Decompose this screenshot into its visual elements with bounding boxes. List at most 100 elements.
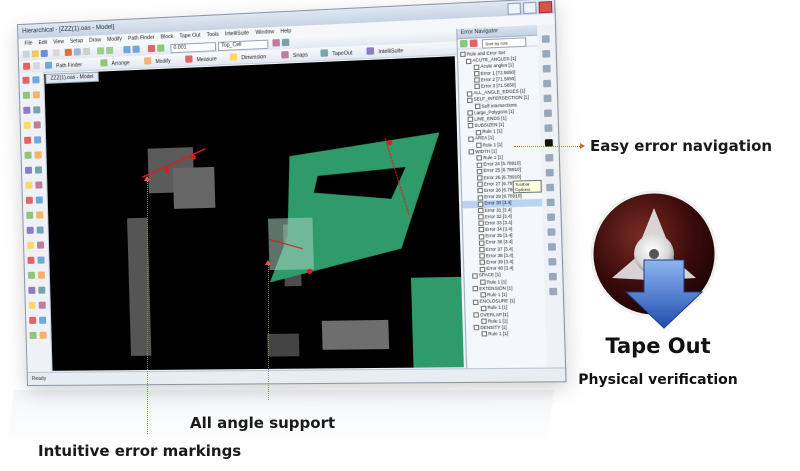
draw-tool-icon[interactable] <box>29 331 37 339</box>
checkbox-icon[interactable] <box>467 116 474 123</box>
checkbox-icon[interactable] <box>472 286 479 292</box>
checkbox-icon[interactable] <box>473 325 480 331</box>
draw-tool-icon[interactable] <box>22 91 30 99</box>
toolbar-modify-button[interactable]: Modify <box>155 58 171 66</box>
side-tool-icon[interactable] <box>548 272 557 281</box>
menu-item-file[interactable]: File <box>24 40 33 47</box>
menu-item-block[interactable]: Block <box>160 33 174 41</box>
checkbox-icon[interactable] <box>478 227 485 233</box>
draw-tool-icon[interactable] <box>33 121 41 129</box>
draw-tool-icon[interactable] <box>35 181 43 189</box>
side-tool-icon[interactable] <box>549 287 558 296</box>
side-tool-icon[interactable] <box>547 213 556 222</box>
side-tool-icon[interactable] <box>546 198 555 207</box>
checkbox-icon[interactable] <box>478 240 485 246</box>
draw-tool-icon[interactable] <box>36 211 44 219</box>
menu-item-edit[interactable]: Edit <box>38 39 48 47</box>
draw-tool-icon[interactable] <box>26 226 34 234</box>
expand-icon[interactable] <box>459 39 468 48</box>
checkbox-icon[interactable] <box>480 305 487 311</box>
toolbar-tapeout-button[interactable]: TapeOut <box>332 50 353 58</box>
minimize-button[interactable] <box>507 2 522 15</box>
draw-tool-icon[interactable] <box>39 331 47 339</box>
draw-tool-icon[interactable] <box>33 106 41 114</box>
checkbox-icon[interactable] <box>477 181 483 188</box>
checkbox-icon[interactable] <box>477 188 484 194</box>
draw-tool-icon[interactable] <box>29 316 37 324</box>
draw-tool-icon[interactable] <box>32 76 40 84</box>
checkbox-icon[interactable] <box>466 90 473 97</box>
menu-item-setup[interactable]: Setup <box>69 38 84 45</box>
checkbox-icon[interactable] <box>478 214 484 220</box>
save-icon[interactable] <box>40 49 48 58</box>
checkbox-icon[interactable] <box>479 259 486 266</box>
checkbox-icon[interactable] <box>476 175 483 181</box>
checkbox-icon[interactable] <box>476 155 483 162</box>
side-tool-icon[interactable] <box>545 168 554 177</box>
draw-tool-icon[interactable] <box>24 136 32 144</box>
checkbox-icon[interactable] <box>480 279 486 285</box>
side-tool-icon[interactable] <box>543 94 552 103</box>
stop-icon[interactable] <box>147 44 156 53</box>
checkbox-icon[interactable] <box>473 64 480 70</box>
toolbar-intellisuite-button[interactable]: IntelliSuite <box>378 48 404 56</box>
checkbox-icon[interactable] <box>479 266 486 272</box>
draw-tool-icon[interactable] <box>28 301 36 309</box>
checkbox-icon[interactable] <box>479 246 485 253</box>
checkbox-icon[interactable] <box>468 136 474 142</box>
draw-tool-icon[interactable] <box>27 241 35 249</box>
side-tool-icon[interactable] <box>547 228 556 236</box>
side-tool-icon[interactable] <box>541 35 550 43</box>
checkbox-icon[interactable] <box>472 273 478 279</box>
checkbox-icon[interactable] <box>473 70 480 77</box>
checkbox-icon[interactable] <box>466 97 473 103</box>
pointer-icon[interactable] <box>23 62 31 70</box>
checkbox-icon[interactable] <box>474 103 481 109</box>
checkbox-icon[interactable] <box>479 253 485 259</box>
draw-tool-icon[interactable] <box>34 151 42 159</box>
side-tool-icon[interactable] <box>544 124 553 132</box>
checkbox-icon[interactable] <box>467 123 474 129</box>
close-button[interactable] <box>538 1 553 14</box>
new-file-icon[interactable] <box>22 50 30 58</box>
side-tool-icon[interactable] <box>547 243 556 251</box>
copy-icon[interactable] <box>73 48 81 56</box>
checkbox-icon[interactable] <box>476 162 483 168</box>
checkbox-icon[interactable] <box>477 194 484 201</box>
draw-tool-icon[interactable] <box>39 316 47 324</box>
draw-tool-icon[interactable] <box>22 76 30 84</box>
toolbar-measure-button[interactable]: Measure <box>196 56 217 64</box>
zoom-in-icon[interactable] <box>123 45 131 54</box>
draw-tool-icon[interactable] <box>36 226 44 234</box>
checkbox-icon[interactable] <box>472 299 479 305</box>
select-icon[interactable] <box>32 62 41 70</box>
draw-tool-icon[interactable] <box>25 181 33 189</box>
error-tree-row[interactable]: Rule 1 [1] <box>466 330 546 338</box>
side-tool-icon[interactable] <box>545 153 554 162</box>
open-folder-icon[interactable] <box>31 50 39 58</box>
draw-tool-icon[interactable] <box>27 256 35 264</box>
menu-item-draw[interactable]: Draw <box>89 37 102 44</box>
checkbox-icon[interactable] <box>467 110 474 116</box>
checkbox-icon[interactable] <box>478 233 485 240</box>
layer-icon[interactable] <box>272 39 280 47</box>
draw-tool-icon[interactable] <box>36 241 45 249</box>
menu-item-view[interactable]: View <box>53 38 64 46</box>
checkbox-icon[interactable] <box>475 129 482 135</box>
draw-tool-icon[interactable] <box>32 91 40 99</box>
draw-tool-icon[interactable] <box>34 136 42 144</box>
menu-item-tools[interactable]: Tools <box>206 31 219 39</box>
draw-tool-icon[interactable] <box>38 301 46 309</box>
draw-tool-icon[interactable] <box>28 286 36 294</box>
side-tool-icon[interactable] <box>543 109 553 118</box>
checkbox-icon[interactable] <box>468 149 475 155</box>
draw-tool-icon[interactable] <box>24 166 33 174</box>
checkbox-icon[interactable] <box>477 207 484 214</box>
grid-icon[interactable] <box>281 38 290 47</box>
draw-tool-icon[interactable] <box>23 121 31 129</box>
draw-tool-icon[interactable] <box>27 271 36 279</box>
side-tool-icon[interactable] <box>546 183 555 192</box>
checkbox-icon[interactable] <box>473 312 479 318</box>
draw-tool-icon[interactable] <box>37 271 45 279</box>
checkbox-icon[interactable] <box>481 318 487 324</box>
